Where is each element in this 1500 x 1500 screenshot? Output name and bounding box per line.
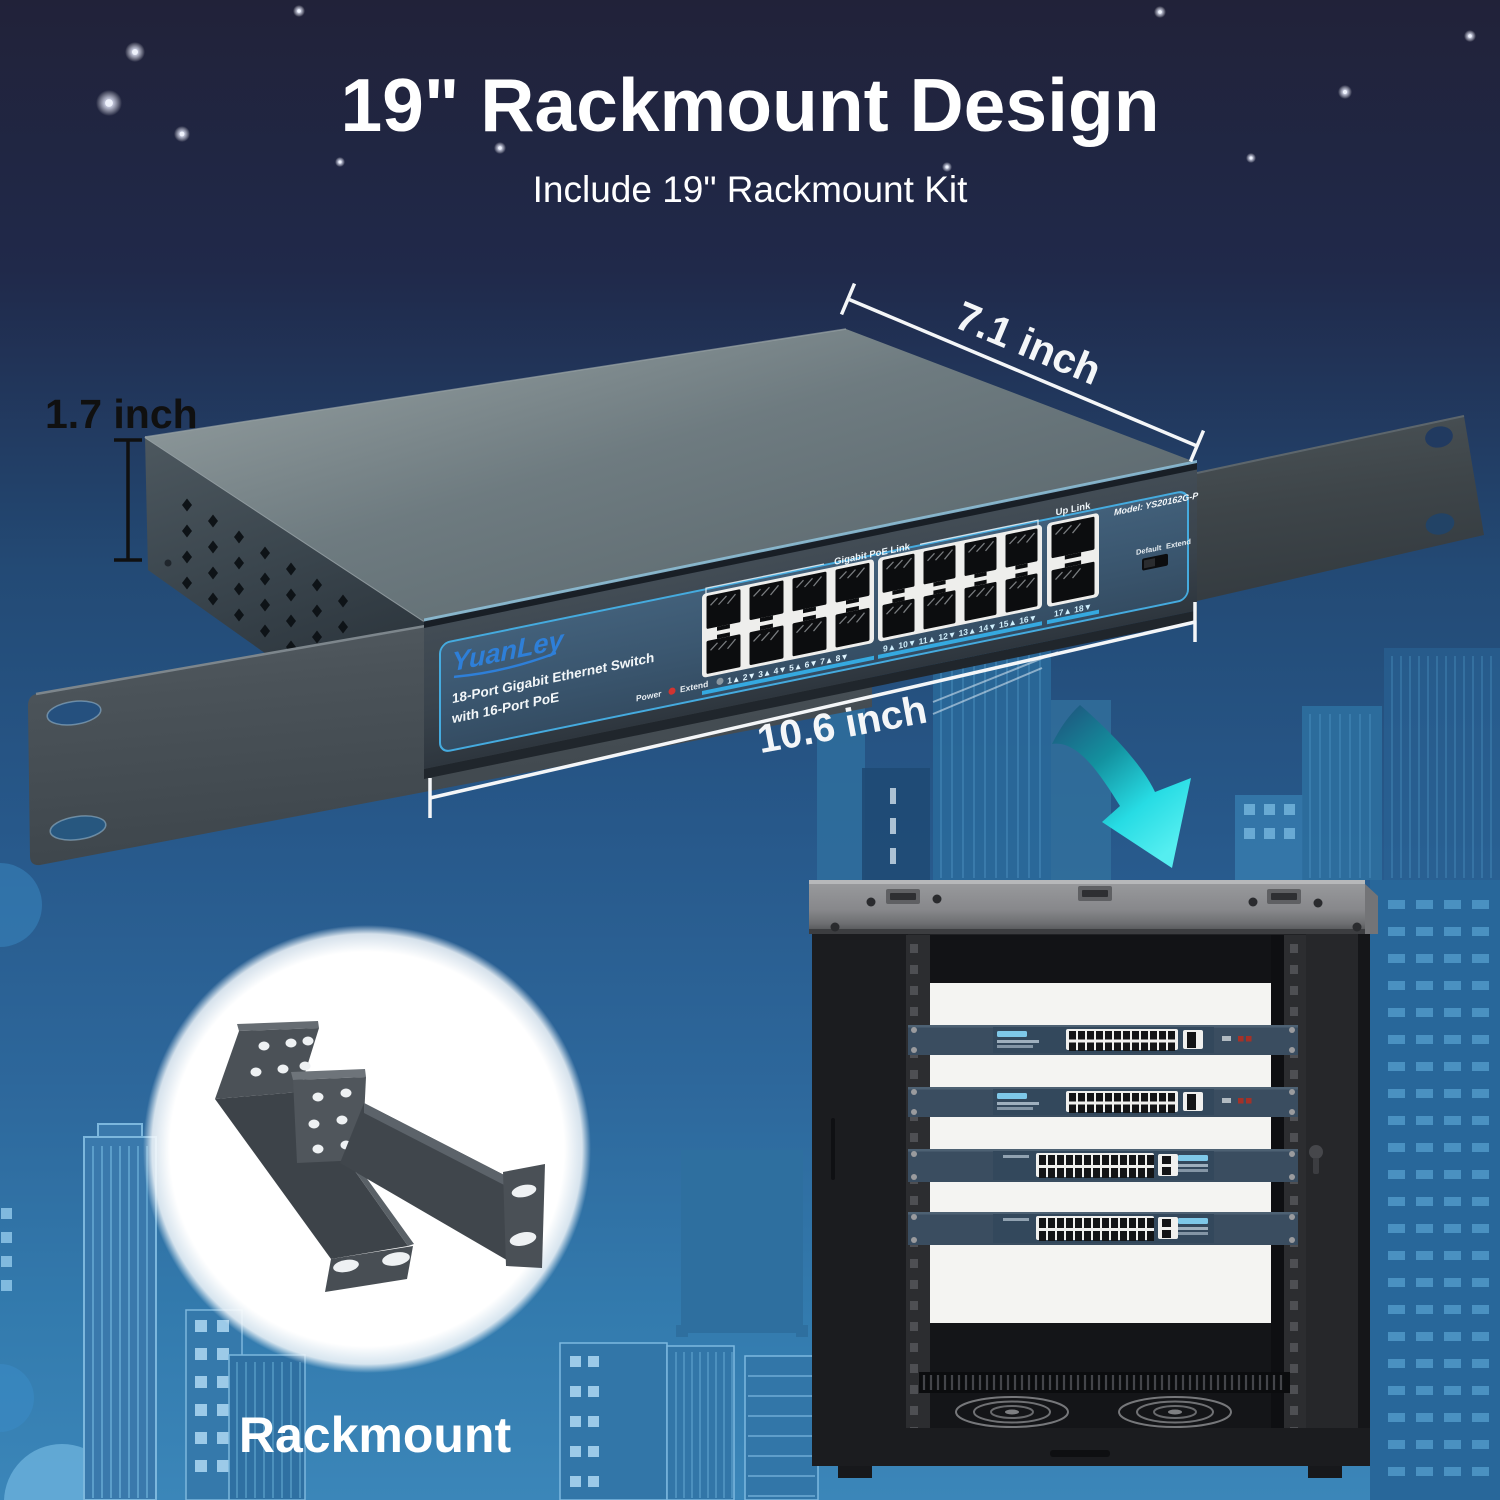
- svg-text:Include 19" Rackmount Kit: Include 19" Rackmount Kit: [533, 169, 968, 210]
- svg-text:1.7 inch: 1.7 inch: [45, 391, 198, 437]
- svg-text:19" Rackmount Design: 19" Rackmount Design: [340, 63, 1159, 147]
- svg-text:Rackmount: Rackmount: [239, 1407, 512, 1463]
